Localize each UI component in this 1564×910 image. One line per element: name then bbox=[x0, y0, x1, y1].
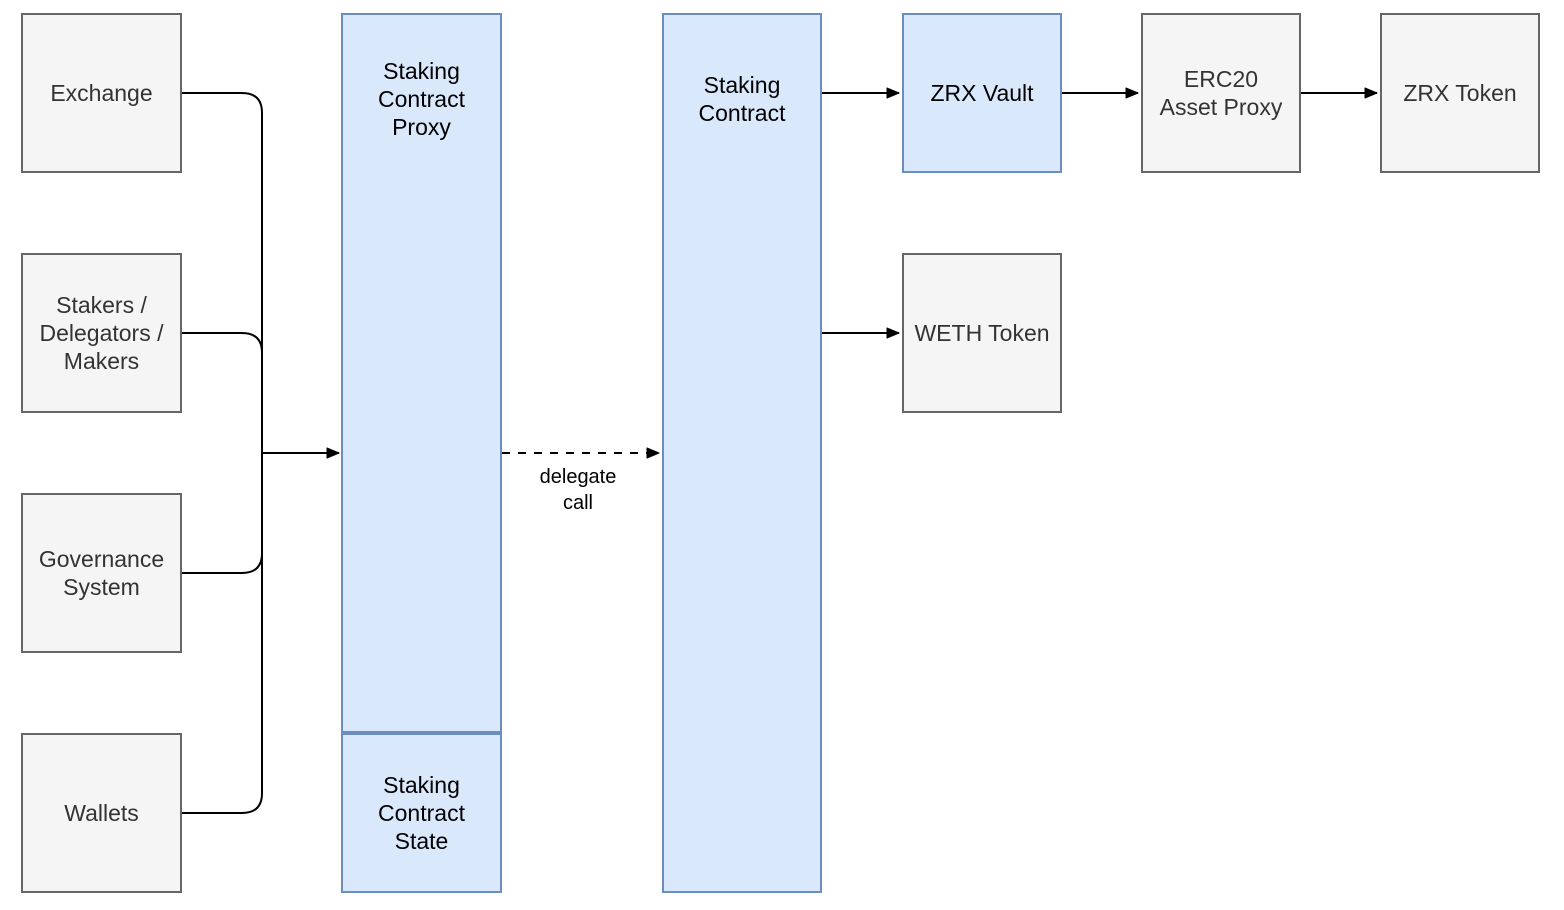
node-erc20-asset-proxy: ERC20 Asset Proxy bbox=[1141, 13, 1301, 173]
node-exchange: Exchange bbox=[21, 13, 182, 173]
node-exchange-label: Exchange bbox=[50, 80, 153, 106]
edge-exchange-branch bbox=[182, 92, 263, 114]
node-weth-token-label: WETH Token bbox=[914, 320, 1050, 346]
node-stakers-delegators-makers: Stakers / Delegators / Makers bbox=[21, 253, 182, 413]
edge-wallets-branch bbox=[182, 792, 263, 814]
node-staking-contract-label: Staking Contract bbox=[698, 72, 786, 126]
edge-stakers-branch bbox=[182, 332, 263, 354]
node-wallets: Wallets bbox=[21, 733, 182, 893]
node-zrx-vault-label: ZRX Vault bbox=[930, 80, 1034, 106]
edge-governance-branch bbox=[182, 552, 263, 574]
node-governance-system: Governance System bbox=[21, 493, 182, 653]
node-weth-token: WETH Token bbox=[902, 253, 1062, 413]
node-staking-contract-proxy: Staking Contract Proxy bbox=[341, 13, 502, 733]
node-staking-contract-proxy-label: Staking Contract Proxy bbox=[378, 58, 465, 140]
delegate-call-edge-label: delegate call bbox=[539, 466, 617, 514]
node-staking-contract-state-label: Staking Contract State bbox=[378, 772, 465, 854]
node-zrx-vault: ZRX Vault bbox=[902, 13, 1062, 173]
node-staking-contract: Staking Contract bbox=[662, 13, 822, 893]
node-zrx-token-label: ZRX Token bbox=[1403, 80, 1517, 106]
node-governance-system-label: Governance System bbox=[38, 546, 165, 600]
node-stakers-delegators-makers-label: Stakers / Delegators / Makers bbox=[39, 292, 164, 374]
node-zrx-token: ZRX Token bbox=[1380, 13, 1540, 173]
node-staking-contract-state: Staking Contract State bbox=[341, 733, 502, 893]
node-erc20-asset-proxy-label: ERC20 Asset Proxy bbox=[1159, 66, 1283, 120]
node-wallets-label: Wallets bbox=[64, 800, 139, 826]
